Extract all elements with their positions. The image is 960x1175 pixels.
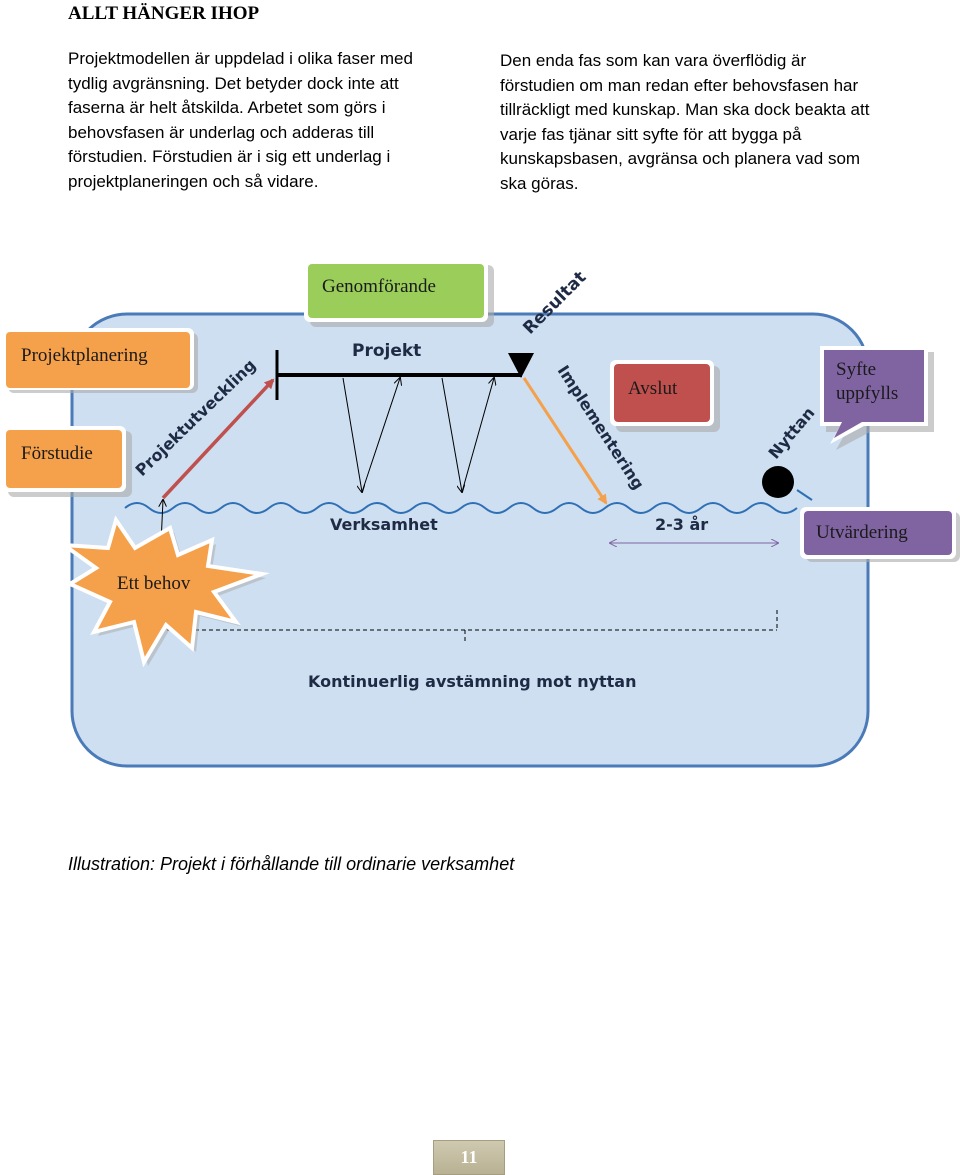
syfte-callout: Syfte uppfylls [820, 346, 934, 450]
intro-paragraph-right: Den enda fas som kan vara överflödig är … [500, 51, 870, 193]
projekt-label: Projekt [352, 341, 421, 361]
duration-label: 2-3 år [655, 515, 708, 534]
utvardering-text: Utvärdering [816, 522, 908, 543]
nyttan-dot [762, 466, 794, 498]
forstudie-text: Förstudie [21, 443, 93, 464]
iteration-arrows [342, 378, 494, 492]
figure-caption: Illustration: Projekt i förhållande till… [68, 854, 515, 874]
project-diagram: Projekt Verksamhet 2-3 år Kontinuerlig a… [2, 260, 960, 768]
projektplanering-text: Projektplanering [21, 345, 148, 366]
genomforande-box: Genomförande [304, 260, 494, 327]
projektutveckling-arrow [161, 378, 275, 500]
syfte-text-line1: Syfte [836, 359, 876, 380]
ett-behov-text: Ett behov [117, 573, 191, 594]
page-heading: ALLT HÄNGER IHOP [68, 3, 260, 24]
syfte-text-line2: uppfylls [836, 383, 898, 404]
utvardering-box: Utvärdering [800, 507, 960, 562]
result-triangle-icon [508, 353, 534, 378]
kontinuerlig-label: Kontinuerlig avstämning mot nyttan [308, 672, 637, 691]
avslut-text: Avslut [628, 378, 678, 399]
verksamhet-wave [124, 502, 798, 514]
wave-end [796, 489, 813, 501]
verksamhet-label: Verksamhet [330, 515, 438, 534]
projekt-bar [275, 350, 534, 400]
page-number: 11 [460, 1147, 478, 1167]
page-number-badge: 11 [433, 1140, 505, 1175]
genomforande-text: Genomförande [322, 276, 436, 297]
projektplanering-box: Projektplanering [2, 328, 198, 393]
implementering-arrow [522, 377, 608, 505]
avslut-box: Avslut [610, 360, 720, 432]
intro-paragraph-left: Projektmodellen är uppdelad i olika fase… [68, 49, 413, 191]
forstudie-box: Förstudie [2, 426, 132, 497]
ett-behov-starburst: Ett behov [57, 515, 270, 668]
